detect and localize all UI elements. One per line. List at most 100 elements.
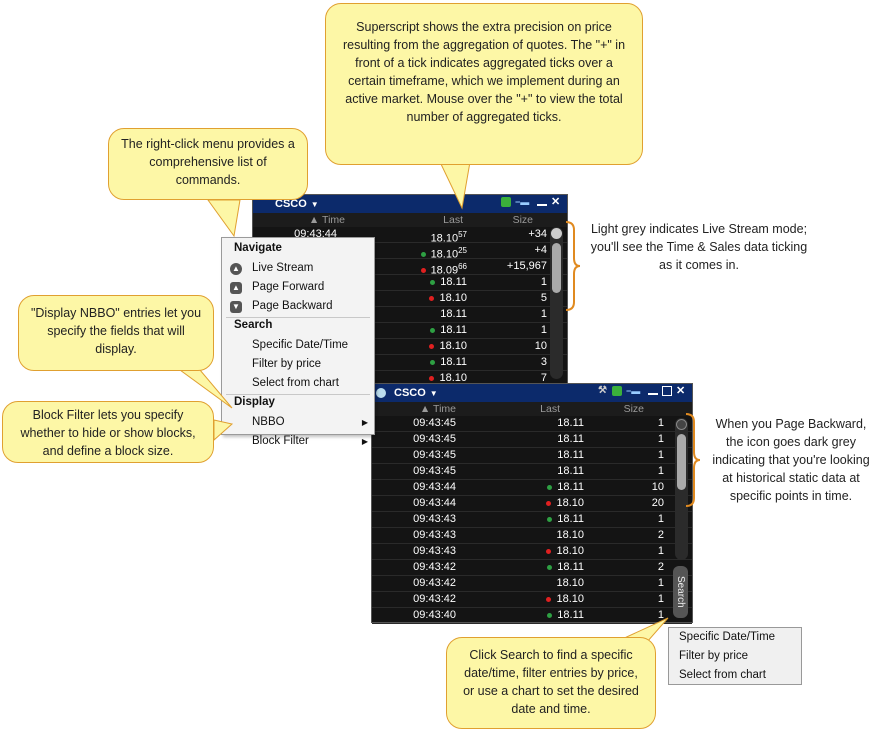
- last-column-header[interactable]: Last: [443, 214, 463, 226]
- downtick-dot-icon: [420, 268, 426, 274]
- menu-item-filter-price[interactable]: Filter by price: [252, 358, 322, 370]
- price-superscript[interactable]: 66: [458, 262, 467, 271]
- menu-item-page-backward[interactable]: ▼ Page Backward: [222, 297, 374, 316]
- last-cell: 18.10: [456, 496, 584, 511]
- price-superscript[interactable]: 25: [458, 246, 467, 255]
- symbol-label[interactable]: CSCO: [394, 387, 426, 399]
- search-button[interactable]: Search: [673, 566, 688, 618]
- price-value: 18.10: [556, 529, 584, 541]
- scroll-thumb[interactable]: [552, 243, 561, 293]
- minimize-icon[interactable]: [648, 387, 658, 395]
- search-menu-filter-price[interactable]: Filter by price: [679, 650, 749, 662]
- price-value: 18.11: [440, 308, 467, 320]
- last-column-header[interactable]: Last: [540, 403, 560, 415]
- close-icon[interactable]: ✕: [551, 196, 561, 208]
- size-cell: 1: [657, 417, 664, 429]
- last-cell: 18.10: [456, 592, 584, 607]
- price-value: 18.10: [556, 593, 584, 605]
- scrollbar[interactable]: [550, 227, 563, 379]
- time-column-header[interactable]: ▲ Time: [308, 214, 345, 226]
- link-icon[interactable]: [376, 388, 386, 398]
- last-cell: 18.10: [337, 291, 467, 306]
- time-cell: 09:43:42: [413, 561, 456, 573]
- superscript-callout: Superscript shows the extra precision on…: [325, 3, 643, 165]
- last-cell: 18.11: [456, 608, 584, 623]
- window-titlebar[interactable]: CSCO ▼ −▬ ✕: [253, 195, 567, 213]
- shield-icon[interactable]: [612, 386, 622, 396]
- last-cell: 18.11: [456, 416, 584, 431]
- wrench-icon[interactable]: ⚒: [598, 385, 607, 396]
- size-cell: +4: [534, 244, 547, 256]
- menu-item-specific-date[interactable]: Specific Date/Time: [252, 339, 349, 351]
- page-backward-note: When you Page Backward, the icon goes da…: [712, 417, 870, 503]
- scrollbar[interactable]: [675, 418, 688, 560]
- size-column-header[interactable]: Size: [512, 214, 533, 226]
- menu-divider: [226, 394, 370, 395]
- submenu-arrow-icon: ▶: [361, 437, 368, 446]
- search-menu-specific-date[interactable]: Specific Date/Time: [679, 631, 776, 643]
- downtick-dot-icon: [429, 343, 435, 349]
- menu-item-select-chart[interactable]: Select from chart: [252, 377, 339, 389]
- price-value: 18.10: [439, 292, 467, 304]
- price-superscript[interactable]: 57: [458, 230, 467, 239]
- shield-icon[interactable]: [501, 197, 511, 207]
- table-row[interactable]: 18.0966+15,967: [253, 259, 567, 277]
- symbol-dropdown-icon[interactable]: ▼: [310, 199, 319, 209]
- search-menu-select-chart[interactable]: Select from chart: [679, 669, 766, 681]
- size-cell: 2: [657, 529, 664, 541]
- menu-divider: [226, 317, 370, 318]
- minimize-icon[interactable]: [537, 198, 547, 206]
- downtick-dot-icon: [546, 596, 552, 602]
- page-forward-icon: ▲: [230, 282, 242, 294]
- pin-icon[interactable]: −▬: [515, 197, 530, 207]
- size-cell: 1: [657, 609, 664, 621]
- page-backward-icon[interactable]: [676, 419, 687, 430]
- uptick-dot-icon: [430, 359, 436, 365]
- symbol-dropdown-icon[interactable]: ▼: [429, 388, 438, 398]
- size-cell: 1: [657, 513, 664, 525]
- window-titlebar[interactable]: CSCO ▼ ⚒ −▬ ✕: [372, 384, 692, 402]
- close-icon[interactable]: ✕: [676, 385, 686, 397]
- pin-icon[interactable]: −▬: [626, 386, 641, 396]
- maximize-icon[interactable]: [662, 386, 672, 396]
- menu-item-page-forward[interactable]: ▲ Page Forward: [222, 278, 374, 297]
- size-cell: 20: [651, 497, 664, 509]
- last-cell: 18.1025: [337, 243, 467, 261]
- menu-item-live-stream[interactable]: ▲ Live Stream: [222, 259, 374, 278]
- menu-item-nbbo[interactable]: NBBO ▶: [222, 413, 374, 432]
- scroll-thumb[interactable]: [677, 434, 686, 490]
- price-value: 18.10: [439, 340, 467, 352]
- live-stream-icon[interactable]: [551, 228, 562, 239]
- time-column-header[interactable]: ▲ Time: [419, 403, 456, 415]
- size-cell: +15,967: [506, 260, 547, 272]
- downtick-dot-icon: [546, 500, 552, 506]
- size-column-header[interactable]: Size: [623, 403, 644, 415]
- last-cell: 18.10: [456, 528, 584, 543]
- last-cell: 18.11: [337, 323, 467, 338]
- size-cell: 1: [540, 276, 547, 288]
- symbol-label[interactable]: CSCO: [275, 198, 307, 210]
- table-row[interactable]: 18.1025 +4: [253, 243, 567, 261]
- price-value: 18.10: [556, 497, 584, 509]
- menu-item-block-filter[interactable]: Block Filter ▶: [222, 432, 374, 451]
